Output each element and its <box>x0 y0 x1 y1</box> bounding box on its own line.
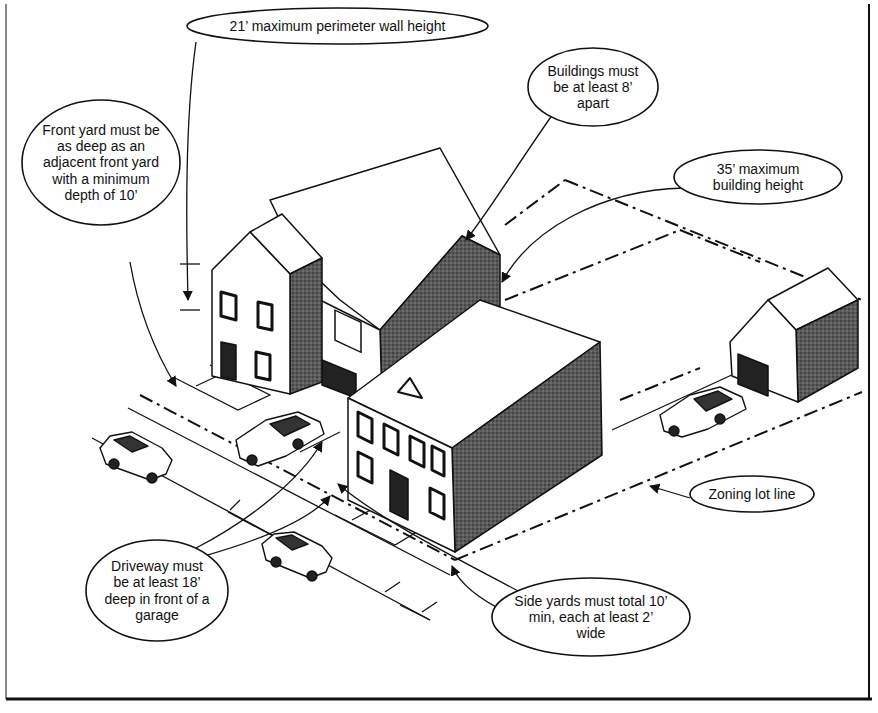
callout-text: Front yard must be as deep as an adjacen… <box>39 122 162 202</box>
bubble-text-group: 35’ maximum building height <box>693 161 824 193</box>
bubble-ellipse <box>22 100 180 225</box>
bubble-text-group: Buildings must be at least 8’ apart <box>542 63 644 111</box>
callout-bubble: Buildings must be at least 8’ apart <box>526 46 660 128</box>
lot-lines <box>140 180 862 560</box>
bubble-ellipse <box>674 150 842 204</box>
bubble-text-group: Driveway must be at least 18’ deep in fr… <box>102 558 213 622</box>
callout-bubble: Zoning lot line <box>688 474 816 514</box>
callout-bubble: Driveway must be at least 18’ deep in fr… <box>84 538 230 643</box>
bubble-ellipse <box>187 8 488 44</box>
callout-bubble: Front yard must be as deep as an adjacen… <box>20 98 182 227</box>
callout-text: Zoning lot line <box>703 486 800 502</box>
right-house <box>348 300 602 552</box>
callout-text: 21’ maximum perimeter wall height <box>222 18 454 34</box>
callout-text: 35’ maximum building height <box>693 161 824 193</box>
bubble-text-group: Zoning lot line <box>703 486 800 502</box>
frame <box>6 4 872 699</box>
bubble-ellipse <box>492 578 690 656</box>
bubble-ellipse <box>86 540 228 641</box>
leader-lines <box>130 42 690 614</box>
callout-text: Side yards must total 10’ min, each at l… <box>514 593 668 641</box>
bubble-text-group: 21’ maximum perimeter wall height <box>222 18 454 34</box>
bubble-text-group: Side yards must total 10’ min, each at l… <box>514 593 668 641</box>
bubble-ellipse <box>690 476 814 512</box>
bubble-text-group: Front yard must be as deep as an adjacen… <box>39 122 162 202</box>
bubble-ellipse <box>528 48 658 126</box>
callout-bubble: Side yards must total 10’ min, each at l… <box>490 576 692 658</box>
callout-text: Driveway must be at least 18’ deep in fr… <box>102 558 213 622</box>
callout-text: Buildings must be at least 8’ apart <box>542 63 644 111</box>
garage <box>730 268 858 402</box>
callout-bubble: 21’ maximum perimeter wall height <box>185 6 490 46</box>
callout-bubble: 35’ maximum building height <box>672 148 844 206</box>
